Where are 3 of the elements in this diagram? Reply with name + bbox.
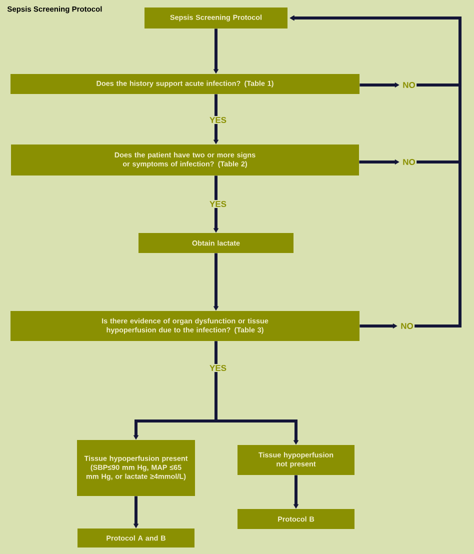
decision-label: NO bbox=[401, 323, 414, 329]
decision-label: NO bbox=[403, 82, 416, 88]
decision-label: NO bbox=[403, 159, 416, 165]
